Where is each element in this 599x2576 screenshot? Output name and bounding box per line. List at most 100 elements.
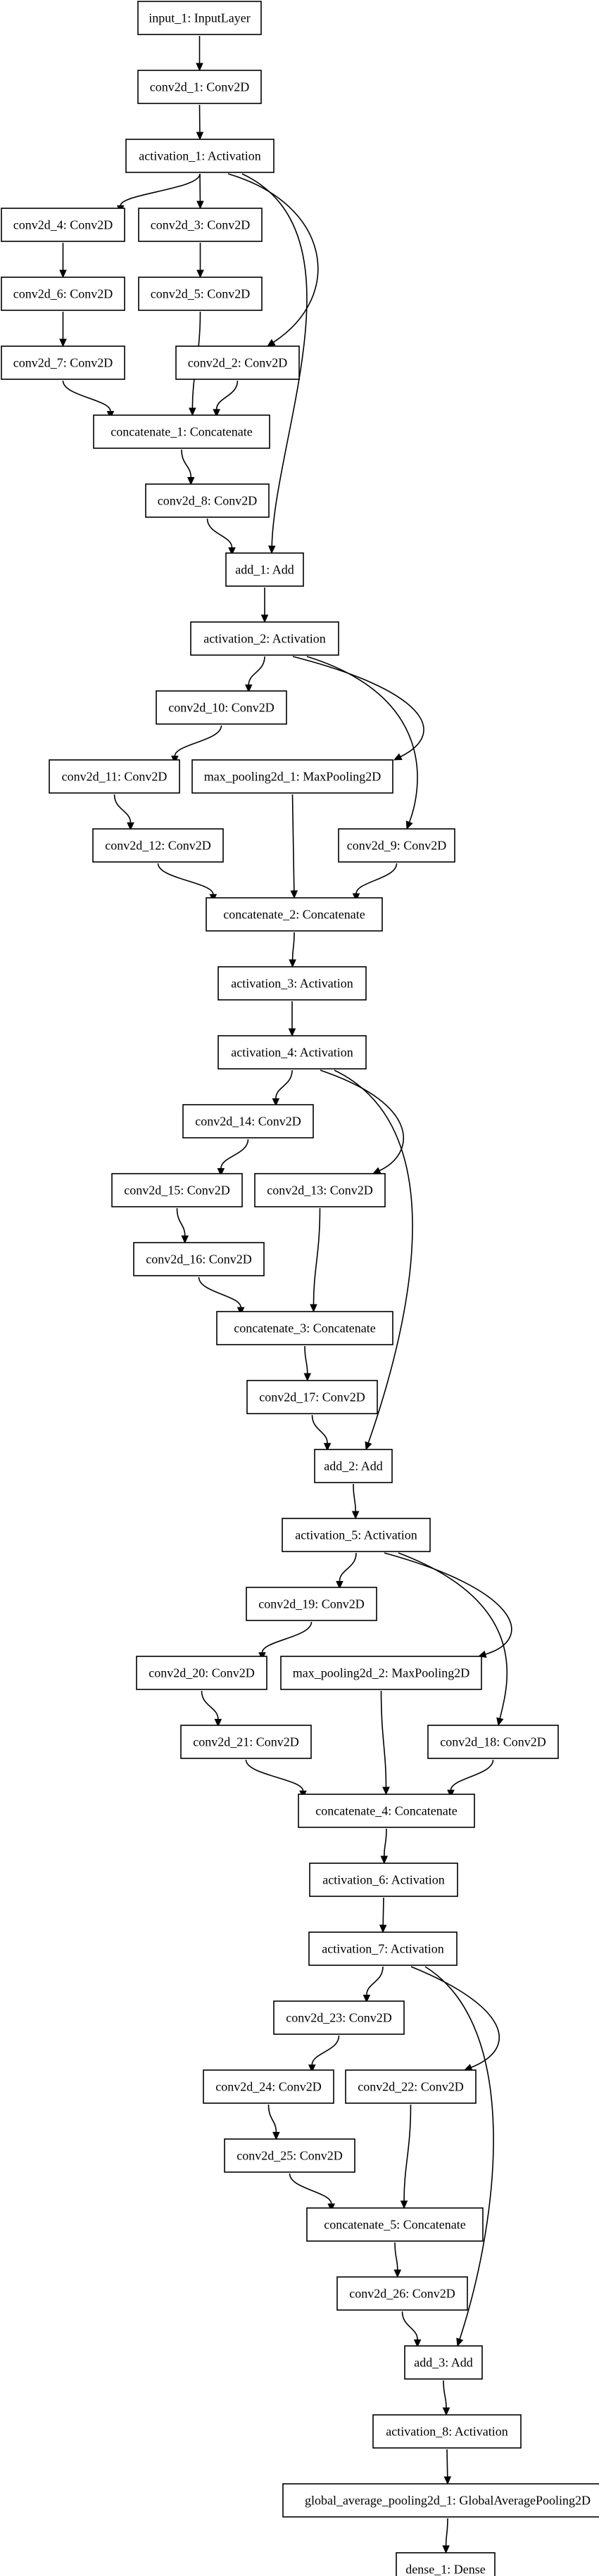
node-box: [396, 2552, 496, 2576]
edge-activation_4-to-conv2d_14: [272, 1070, 293, 1107]
edge-line: [384, 1552, 512, 1655]
node-label: conv2d_26: Conv2D: [349, 2287, 455, 2301]
node-box: [246, 1380, 378, 1414]
node-conv2d_21: conv2d_21: Conv2D: [180, 1725, 312, 1759]
arrowhead-icon: [442, 2407, 450, 2416]
node-conv2d_6: conv2d_6: Conv2D: [1, 277, 125, 311]
node-add_3: add_3: Add: [404, 2345, 483, 2380]
arrowhead-icon: [289, 959, 296, 968]
node-concatenate_1: concatenate_1: Concatenate: [93, 414, 270, 449]
edge-line: [334, 1070, 413, 1443]
edge-add_3-to-activation_8: [442, 2380, 450, 2416]
node-box: [156, 690, 287, 725]
edge-line: [384, 1828, 387, 1857]
edge-conv2d_21-to-concatenate_4: [245, 1759, 307, 1799]
edge-line: [306, 656, 418, 823]
node-concatenate_3: concatenate_3: Concatenate: [216, 1311, 393, 1345]
node-label: conv2d_2: Conv2D: [188, 356, 288, 370]
node-label: activation_3: Activation: [231, 977, 353, 991]
edge-line: [289, 2173, 332, 2204]
edge-activation_4-to-add_2: [334, 1070, 413, 1451]
node-label: conv2d_5: Conv2D: [151, 287, 251, 301]
edge-conv2d_16-to-concatenate_3: [198, 1276, 245, 1316]
edge-line: [313, 1207, 321, 1305]
node-conv2d_11: conv2d_11: Conv2D: [49, 759, 180, 794]
edge-line: [446, 2449, 448, 2477]
arrowhead-icon: [187, 477, 195, 486]
arrowhead-icon: [217, 1168, 225, 1176]
node-box: [180, 1725, 312, 1759]
edge-line: [304, 1345, 308, 1374]
node-conv2d_10: conv2d_10: Conv2D: [156, 690, 287, 725]
node-label: conv2d_10: Conv2D: [168, 701, 275, 715]
arrowhead-icon: [372, 1167, 382, 1174]
node-box: [336, 2276, 468, 2311]
arrowhead-icon: [443, 2476, 452, 2485]
edge-line: [394, 2242, 398, 2271]
arrowhead-icon: [380, 1855, 389, 1865]
edge-activation_7-to-conv2d_22: [410, 1966, 500, 2071]
arrowhead-icon: [393, 753, 403, 761]
node-conv2d_15: conv2d_15: Conv2D: [111, 1173, 243, 1207]
arrowhead-icon: [288, 1028, 296, 1037]
edge-line: [410, 1966, 500, 2069]
arrowhead-icon: [405, 820, 413, 830]
node-conv2d_4: conv2d_4: Conv2D: [1, 208, 125, 242]
edge-concatenate_2-to-activation_3: [289, 932, 296, 968]
edge-max_pooling2d_1-to-concatenate_2: [290, 794, 298, 899]
node-label: add_2: Add: [324, 1459, 383, 1473]
node-box: [306, 2207, 484, 2242]
edge-line: [311, 1414, 328, 1444]
node-label: conv2d_1: Conv2D: [150, 80, 250, 94]
node-box: [138, 277, 263, 311]
edge-max_pooling2d_2-to-concatenate_4: [380, 1690, 390, 1796]
node-conv2d_2: conv2d_2: Conv2D: [175, 345, 300, 380]
node-label: conv2d_13: Conv2D: [267, 1184, 373, 1198]
node-label: activation_6: Activation: [322, 1873, 444, 1887]
node-label: activation_7: Activation: [322, 1942, 443, 1956]
node-input_1: input_1: InputLayer: [137, 1, 262, 35]
node-label: conv2d_4: Conv2D: [13, 218, 113, 232]
edge-line: [403, 2104, 412, 2202]
node-box: [92, 828, 224, 863]
node-box: [1, 345, 125, 380]
node-box: [338, 828, 455, 863]
edge-line: [339, 1552, 357, 1582]
edge-activation_1-to-conv2d_4: [117, 173, 201, 214]
node-box: [427, 1725, 559, 1759]
node-conv2d_25: conv2d_25: Conv2D: [224, 2138, 355, 2173]
edge-line: [320, 1070, 404, 1172]
node-label: conv2d_6: Conv2D: [13, 287, 113, 301]
arrowhead-icon: [382, 1787, 390, 1796]
node-box: [217, 1035, 367, 1070]
node-box: [138, 208, 263, 242]
edge-input_1-to-conv2d_1: [196, 36, 203, 72]
edge-conv2d_22-to-concatenate_5: [400, 2104, 412, 2209]
edge-conv2d_19-to-conv2d_20: [258, 1621, 313, 1661]
node-box: [298, 1794, 475, 1828]
edge-activation_7-to-conv2d_23: [362, 1966, 384, 2003]
edge-line: [275, 1070, 293, 1099]
edge-line: [215, 380, 239, 410]
arrowhead-icon: [214, 1718, 222, 1727]
arrowhead-icon: [267, 545, 276, 554]
edge-conv2d_8-to-add_1: [206, 518, 236, 556]
edge-concatenate_4-to-activation_6: [380, 1828, 389, 1865]
edge-line: [401, 2311, 418, 2340]
edge-activation_8-to-global_average_pooling2d_1: [443, 2449, 452, 2485]
node-box: [280, 1656, 482, 1690]
arrowhead-icon: [352, 893, 360, 902]
edge-conv2d_24-to-conv2d_25: [267, 2104, 280, 2140]
edge-conv2d_12-to-concatenate_2: [157, 863, 217, 903]
arrowhead-icon: [442, 2545, 450, 2554]
node-label: add_3: Add: [414, 2356, 473, 2370]
edge-line: [113, 794, 132, 823]
node-concatenate_2: concatenate_2: Concatenate: [206, 897, 383, 932]
edge-activation_4-to-conv2d_13: [320, 1070, 404, 1174]
node-label: global_average_pooling2d_1: GlobalAverag…: [305, 2494, 591, 2508]
edge-line: [311, 2035, 340, 2065]
arrowhead-icon: [260, 614, 269, 623]
node-activation_6: activation_6: Activation: [309, 1863, 458, 1897]
node-max_pooling2d_2: max_pooling2d_2: MaxPooling2D: [280, 1656, 482, 1690]
node-activation_8: activation_8: Activation: [372, 2414, 522, 2449]
